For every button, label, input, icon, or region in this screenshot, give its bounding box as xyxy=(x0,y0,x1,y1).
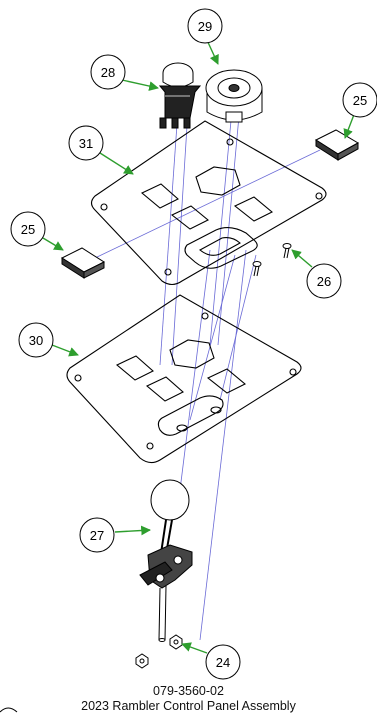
key-switch-29 xyxy=(205,69,263,123)
callout-label: 29 xyxy=(198,19,212,34)
nuts-24 xyxy=(135,634,183,669)
callout-label: 31 xyxy=(79,136,93,151)
callout-25-left: 25 xyxy=(10,211,46,247)
callout-29: 29 xyxy=(187,8,223,44)
callout-26: 26 xyxy=(306,263,342,299)
callout-28: 28 xyxy=(90,54,126,90)
lower-plate-30 xyxy=(66,294,302,464)
control-lever-27 xyxy=(139,479,193,642)
hole-plug-25-left xyxy=(60,247,106,279)
upper-plate-31 xyxy=(90,120,327,286)
callout-label: 30 xyxy=(29,333,43,348)
callout-24: 24 xyxy=(205,644,241,680)
projection-lines xyxy=(94,104,321,641)
hole-plug-25-right xyxy=(314,129,360,161)
callout-30: 30 xyxy=(18,322,54,358)
callout-31: 31 xyxy=(68,125,104,161)
callout-label: 25 xyxy=(21,222,35,237)
push-button-switch-28 xyxy=(158,62,202,129)
partial-callout-circle xyxy=(0,707,18,713)
part-number: 079-3560-02 xyxy=(153,684,224,698)
screws-26 xyxy=(252,243,292,277)
callout-label: 27 xyxy=(90,528,104,543)
callout-27: 27 xyxy=(79,517,115,553)
callout-label: 28 xyxy=(101,65,115,80)
callout-label: 26 xyxy=(317,274,331,289)
callout-label: 25 xyxy=(353,93,367,108)
callout-label: 24 xyxy=(216,655,230,670)
callout-25-right: 25 xyxy=(342,82,377,118)
assembly-title: 2023 Rambler Control Panel Assembly xyxy=(81,699,296,713)
